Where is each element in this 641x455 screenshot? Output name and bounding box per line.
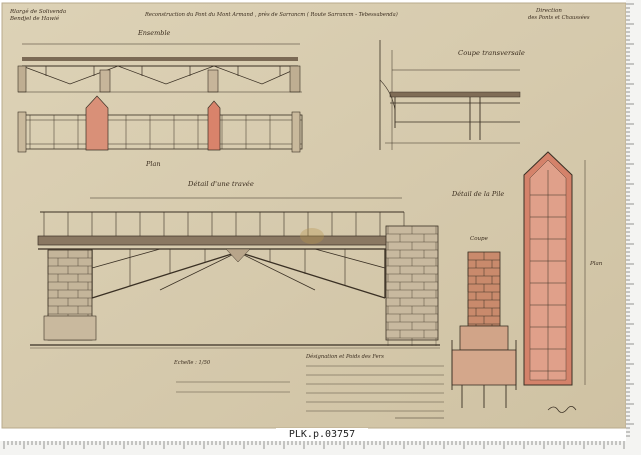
scale-ruler-bottom [0,441,641,455]
header-left-line1: Rlargé de Solivenda [9,8,66,15]
signature-mark [547,406,577,413]
left-abutment [43,249,97,341]
cross-section-caption: Coupe transversale [458,49,525,57]
pier-cut-caption: Coupe [470,236,489,242]
scale-note: Echelle : 1/50 [173,360,211,366]
plan-caption: Plan [145,160,161,168]
plan-view: Plan [17,95,303,168]
pier-detail-view: Détail de la Pile Coupe Plan [451,151,603,408]
header-right-line1: Direction [535,8,562,14]
quantities-title: Désignation et Poids des Fers [305,353,384,360]
right-abutment [385,225,439,346]
elevation-caption: Ensemble [137,29,171,37]
elevation-view: Ensemble [17,29,302,93]
cross-section-view: Coupe transversale [379,40,525,150]
quantities-block: Echelle : 1/50 Désignation et Poids des … [173,353,444,419]
pier-plan-caption: Plan [589,261,603,267]
scale-ruler-right [626,0,641,455]
header-left-line2: Bendjel de Hawié [9,15,60,22]
sheet-title: Reconstruction du Pont du Mont Armand , … [144,11,398,18]
header-right-line2: des Ponts et Chaussées [528,14,590,21]
span-detail-view: Détail d'une travée [30,180,440,349]
span-detail-caption: Détail d'une travée [187,180,254,188]
archive-reference: PLK.p.03757 [276,428,368,441]
pier-detail-caption: Détail de la Pile [451,190,504,198]
